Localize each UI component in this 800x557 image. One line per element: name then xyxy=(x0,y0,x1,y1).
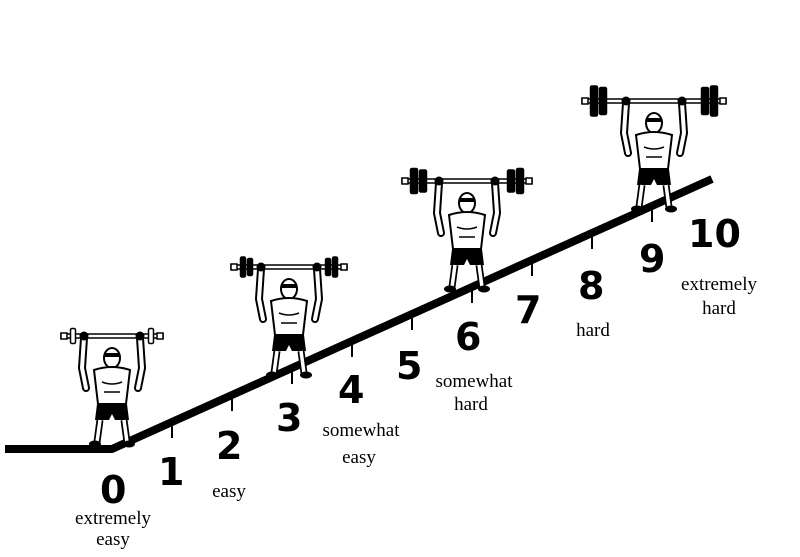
lifter-hand xyxy=(135,331,145,341)
level-10-label-line-2: hard xyxy=(702,298,736,319)
barbell-level-6 xyxy=(401,167,533,195)
barbell-level-3 xyxy=(230,256,348,278)
level-0-number: 0 xyxy=(100,468,126,512)
level-6-label-line-1: somewhat xyxy=(435,371,513,392)
level-6-number: 6 xyxy=(455,315,481,359)
barbell-plate xyxy=(598,86,608,116)
barbell-plate xyxy=(331,256,339,278)
lifter-hand xyxy=(677,96,687,106)
level-4-label-line-1: somewhat xyxy=(322,420,400,441)
level-6-label-line-2: hard xyxy=(454,394,488,415)
lifter-hand xyxy=(256,262,266,272)
level-8-number: 8 xyxy=(578,264,604,308)
barbell-collar xyxy=(156,332,164,340)
barbell-collar xyxy=(719,97,727,105)
barbell-plate xyxy=(239,256,247,278)
barbell-collar xyxy=(60,332,68,340)
barbell-level-0 xyxy=(60,327,164,345)
lifter-figure-level-10 xyxy=(581,85,727,213)
level-7-number: 7 xyxy=(515,288,541,332)
barbell-level-10 xyxy=(581,85,727,117)
barbell-collar xyxy=(401,177,409,185)
lifter-hand xyxy=(621,96,631,106)
lifter-figure-level-0 xyxy=(60,327,164,448)
barbell-plate xyxy=(700,86,710,116)
ramp-ticks xyxy=(171,210,653,438)
level-9-number: 9 xyxy=(639,237,665,281)
effort-ramp-line xyxy=(5,175,714,453)
lifter-figure-level-6 xyxy=(401,167,533,293)
level-3-number: 3 xyxy=(276,396,302,440)
barbell-plate xyxy=(324,257,332,277)
level-10-label-line-1: extremely xyxy=(681,274,757,295)
level-10-number: 10 xyxy=(688,212,741,256)
level-1-number: 1 xyxy=(158,450,184,494)
level-5-number: 5 xyxy=(396,344,422,388)
barbell-plate xyxy=(418,169,428,193)
barbell-plate xyxy=(409,167,419,195)
level-8-label: hard xyxy=(576,320,610,341)
barbell-plate xyxy=(246,257,254,277)
barbell-plate xyxy=(69,327,77,345)
scale-labels: extremely easy easy somewhat easy somewh… xyxy=(75,274,757,550)
barbell-collar xyxy=(525,177,533,185)
barbell-plate xyxy=(589,85,599,117)
barbell-collar xyxy=(340,263,348,271)
barbell-plate xyxy=(709,85,719,117)
lifter-hand xyxy=(312,262,322,272)
barbell-plate xyxy=(147,327,155,345)
level-2-number: 2 xyxy=(216,424,242,468)
barbell-plate xyxy=(515,167,525,195)
level-4-number: 4 xyxy=(338,368,364,412)
barbell-collar xyxy=(230,263,238,271)
barbell-plate xyxy=(506,169,516,193)
barbell-collar xyxy=(581,97,589,105)
lifter-hand xyxy=(434,176,444,186)
lifter-figure-level-3 xyxy=(230,256,348,379)
level-0-label-line-2: easy xyxy=(96,529,130,550)
level-2-label: easy xyxy=(212,481,246,502)
barbell-bar xyxy=(60,333,164,339)
lifter-hand xyxy=(79,331,89,341)
scale-numbers: 0 1 2 3 4 5 6 7 8 9 10 xyxy=(100,212,741,512)
lifter-hand xyxy=(490,176,500,186)
level-0-label-line-1: extremely xyxy=(75,508,151,529)
level-4-label-line-2: easy xyxy=(342,447,376,468)
